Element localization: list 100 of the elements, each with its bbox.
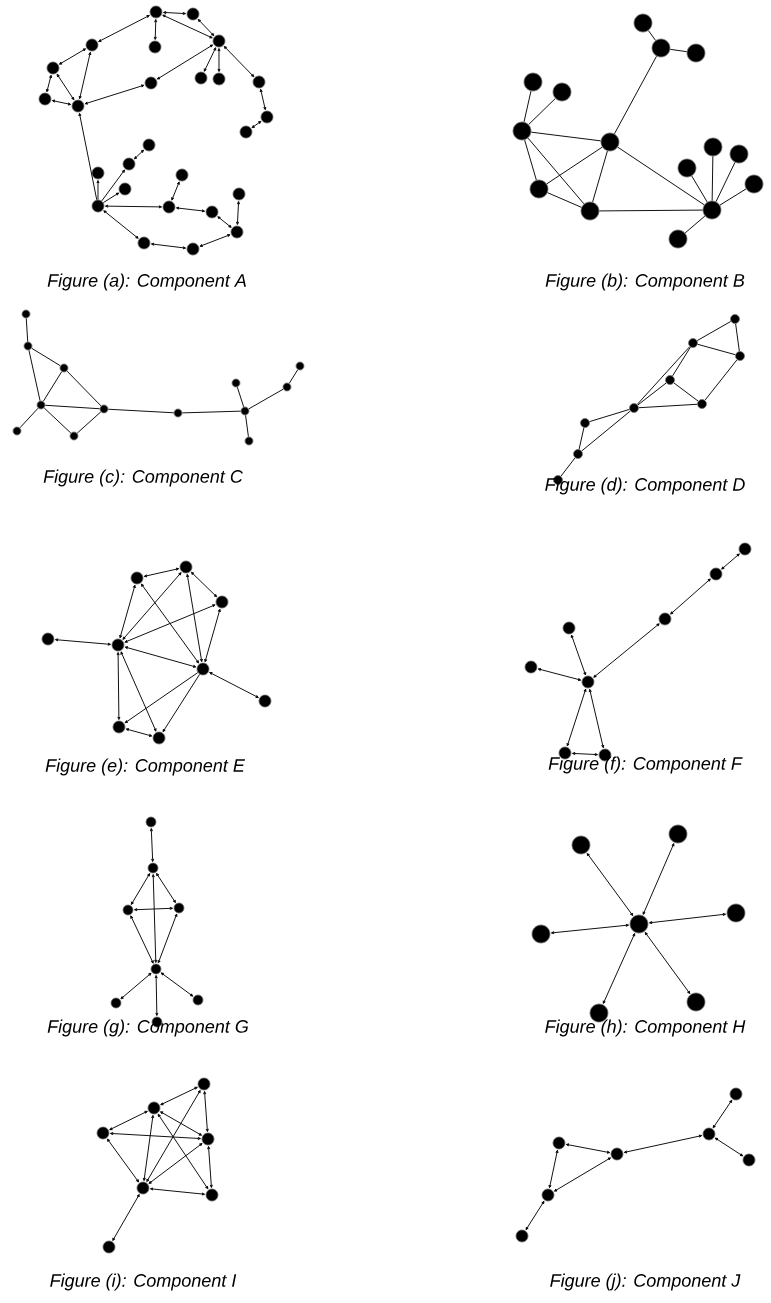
arrow <box>223 45 255 78</box>
graph-node <box>677 158 697 178</box>
connector-line <box>711 155 714 202</box>
arrow <box>154 975 159 1016</box>
arrow <box>109 1110 148 1131</box>
arrow <box>140 583 200 664</box>
graph-node <box>152 731 166 745</box>
connector-line <box>673 382 699 402</box>
connector-line <box>637 382 667 406</box>
graph-node <box>23 341 33 351</box>
graph-node <box>726 903 746 923</box>
graph-node <box>162 200 176 214</box>
arrow <box>160 1086 198 1106</box>
graph-node <box>71 99 85 113</box>
graph-node <box>179 560 193 574</box>
arrow <box>175 206 206 213</box>
arrow <box>217 48 221 72</box>
connector-line <box>31 347 61 367</box>
graph-node <box>581 675 595 689</box>
graph-node <box>137 236 151 250</box>
connector-line <box>669 48 688 53</box>
graph-node <box>130 571 144 585</box>
graph-node <box>136 1181 150 1195</box>
arrow <box>124 604 216 643</box>
arrow <box>143 567 180 578</box>
connector-line <box>560 457 576 477</box>
graph-node <box>703 137 723 157</box>
arrow <box>157 913 178 964</box>
graph-node <box>729 144 749 164</box>
graph-node <box>295 361 305 371</box>
arrow <box>130 915 154 964</box>
arrow <box>150 242 187 250</box>
graph-node <box>729 1087 743 1101</box>
graph-node <box>91 199 105 213</box>
graph-node <box>244 436 254 446</box>
figure-caption: Figure (h): Component H <box>545 1019 746 1037</box>
arrow <box>570 634 587 676</box>
arrow <box>56 73 75 101</box>
graph-node <box>730 314 740 324</box>
graph-node <box>21 309 31 319</box>
arrow <box>130 873 151 905</box>
arrow <box>171 181 180 201</box>
arrow <box>122 572 182 640</box>
graph-node <box>552 1136 566 1150</box>
graph-node <box>215 595 229 609</box>
arrow <box>101 169 125 202</box>
arrow <box>105 204 162 209</box>
figure-caption: Figure (d): Component D <box>545 477 745 495</box>
arrow <box>186 573 203 663</box>
arrow <box>157 1113 209 1190</box>
graph-node <box>252 75 266 89</box>
connector-line <box>236 386 245 408</box>
arrow <box>156 44 214 80</box>
arrow <box>120 651 157 732</box>
graph-node <box>91 166 105 180</box>
graph-node <box>668 229 688 249</box>
graph-node <box>205 205 219 219</box>
connector-line <box>530 131 602 142</box>
graph-node <box>147 1101 161 1115</box>
graph-node <box>512 121 532 141</box>
graph-node <box>122 904 134 916</box>
graph-node <box>239 125 253 139</box>
connector-line <box>28 349 41 402</box>
graph-node <box>610 1147 624 1161</box>
graph-node <box>46 61 60 75</box>
arrow <box>207 1146 213 1188</box>
graph-node <box>562 621 576 635</box>
graph-node <box>142 138 156 152</box>
arrow <box>721 553 740 570</box>
graph-node <box>515 1229 529 1243</box>
connector-line <box>598 209 704 212</box>
arrow <box>98 15 150 42</box>
arrow <box>644 932 691 994</box>
arrow <box>525 1200 545 1231</box>
graph-node <box>194 71 208 85</box>
graph-node <box>12 426 22 436</box>
graph-node <box>633 13 653 33</box>
graph-node <box>742 1153 756 1167</box>
arrow <box>602 933 636 1004</box>
connector-line <box>684 215 706 234</box>
arrow <box>586 853 634 916</box>
graph-node <box>148 40 162 54</box>
arrow <box>160 1111 202 1136</box>
graph-node <box>41 632 55 646</box>
arrow <box>103 210 139 239</box>
graph-node <box>686 992 706 1012</box>
arrow <box>190 571 218 598</box>
graph-node <box>258 694 272 708</box>
arrow <box>142 1114 155 1182</box>
arrow <box>162 14 213 39</box>
figure-caption: Figure (f): Component F <box>548 756 743 774</box>
arrow <box>712 1099 733 1129</box>
arrow <box>106 1138 140 1183</box>
arrow <box>259 88 267 111</box>
figure-caption: Figure (e): Component E <box>45 758 245 776</box>
arrow <box>54 638 111 646</box>
figure-caption: Figure (c): Component C <box>43 469 243 487</box>
arrow <box>204 608 221 663</box>
arrow <box>565 1143 611 1154</box>
graph-node <box>118 182 132 196</box>
